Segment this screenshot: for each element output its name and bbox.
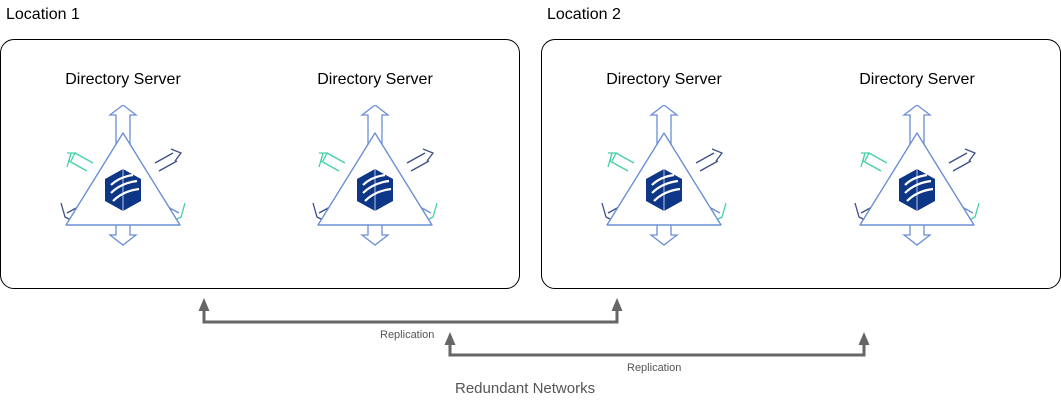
arrow-upper-left-icon — [607, 152, 635, 172]
arrow-down-icon — [108, 217, 138, 246]
arrowhead-up-icon — [858, 332, 870, 345]
arrow-up-icon — [360, 105, 390, 145]
arrow-down-icon — [902, 217, 932, 246]
directory-server-icon — [60, 105, 186, 246]
arrow-upper-left-icon — [860, 152, 888, 172]
location-1-box — [0, 39, 520, 289]
directory-server[interactable]: Directory Server — [827, 71, 1007, 281]
replication-link-1 — [202, 311, 619, 324]
arrow-upper-right-icon — [154, 148, 183, 172]
arrowhead-up-icon — [611, 298, 623, 311]
redundant-networks-label: Redundant Networks — [455, 380, 596, 397]
arrow-down-icon — [360, 217, 390, 246]
ldap-logo-icon — [899, 169, 935, 211]
server-glyph — [854, 105, 980, 246]
arrow-upper-right-icon — [406, 148, 435, 172]
arrow-up-icon — [108, 105, 138, 145]
server-label: Directory Server — [65, 71, 181, 88]
arrow-upper-left-icon — [318, 152, 346, 172]
arrow-upper-right-icon — [695, 148, 724, 172]
replication-label-1: Replication — [380, 329, 435, 341]
arrowhead-up-icon — [444, 332, 456, 345]
location-2-label: Location 2 — [547, 6, 621, 23]
replication-label-2: Replication — [627, 362, 682, 374]
server-label: Directory Server — [859, 71, 975, 88]
server-label: Directory Server — [606, 71, 722, 88]
arrow-upper-right-icon — [948, 148, 977, 172]
directory-server[interactable]: Directory Server — [574, 71, 754, 281]
ldap-logo-icon — [357, 169, 393, 211]
directory-server[interactable]: Directory Server — [285, 71, 465, 281]
server-glyph — [60, 105, 186, 246]
directory-server[interactable]: Directory Server — [33, 71, 213, 281]
arrow-up-icon — [649, 105, 679, 145]
ldap-logo-icon — [105, 169, 141, 211]
directory-server-icon — [312, 105, 438, 246]
directory-server-icon — [854, 105, 980, 246]
replication-link-2 — [448, 345, 866, 357]
directory-server-icon — [601, 105, 727, 246]
location-1-label: Location 1 — [6, 6, 80, 23]
ldap-logo-icon — [646, 169, 682, 211]
arrow-down-icon — [649, 217, 679, 246]
arrow-up-icon — [902, 105, 932, 145]
location-2-box — [541, 39, 1061, 289]
server-glyph — [601, 105, 727, 246]
server-label: Directory Server — [317, 71, 433, 88]
server-glyph — [312, 105, 438, 246]
arrowhead-up-icon — [198, 298, 210, 311]
arrow-upper-left-icon — [66, 152, 94, 172]
